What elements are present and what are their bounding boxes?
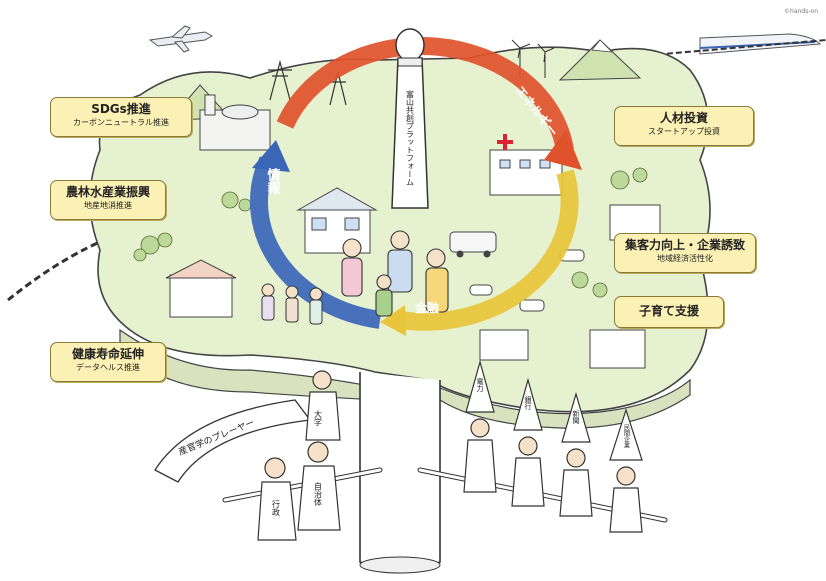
bus-icon bbox=[449, 231, 497, 258]
callout-talent-title: 人材投資 bbox=[659, 111, 708, 125]
sign-newspaper: 新聞 bbox=[572, 409, 580, 425]
callout-childcare-title: 子育て支援 bbox=[638, 304, 699, 318]
callout-health-subtitle: データヘルス推進 bbox=[76, 363, 140, 372]
player-figures bbox=[257, 359, 643, 541]
info-label: 情報 bbox=[265, 167, 281, 195]
energy-arrow bbox=[276, 36, 574, 152]
callout-childcare: 子育て支援 bbox=[614, 296, 724, 328]
walking-people bbox=[261, 283, 323, 325]
cycle-ring bbox=[250, 36, 582, 336]
callout-sdgs: SDGs推進 カーボンニュートラル推進 bbox=[50, 97, 192, 137]
greenery bbox=[133, 167, 648, 298]
sign-university: 大学 bbox=[314, 409, 323, 426]
finance-arrow bbox=[398, 169, 579, 331]
support-pillar bbox=[359, 372, 441, 574]
sign-company: 民間企業 bbox=[623, 424, 630, 449]
people-group bbox=[341, 230, 449, 317]
callout-talent: 人材投資 スタートアップ投資 bbox=[614, 106, 754, 146]
finance-label: 金融 bbox=[414, 300, 439, 315]
callout-business-title: 集客力向上・企業誘致 bbox=[624, 238, 745, 252]
sign-bank: 銀行 bbox=[524, 395, 532, 411]
callout-agri: 農林水産業振興 地産地消推進 bbox=[50, 180, 166, 220]
shop-icon bbox=[165, 259, 237, 318]
sign-power: 電力 bbox=[476, 378, 484, 393]
sign-government: 行政 bbox=[272, 499, 281, 517]
callout-agri-subtitle: 地産地消推進 bbox=[84, 201, 132, 210]
illustration-credit: ©hands-on bbox=[784, 8, 818, 15]
callout-agri-title: 農林水産業振興 bbox=[65, 185, 150, 199]
callout-sdgs-title: SDGs推進 bbox=[91, 102, 151, 116]
callout-business: 集客力向上・企業誘致 地域経済活性化 bbox=[614, 233, 756, 273]
callout-health-title: 健康寿命延伸 bbox=[71, 347, 144, 361]
airplane-icon bbox=[148, 25, 214, 53]
callout-sdgs-subtitle: カーボンニュートラル推進 bbox=[73, 118, 169, 127]
train-icon bbox=[639, 33, 826, 57]
callout-business-subtitle: 地域経済活性化 bbox=[657, 254, 713, 263]
callout-talent-subtitle: スタートアップ投資 bbox=[648, 127, 720, 136]
central-tower bbox=[391, 28, 429, 209]
factory-icon bbox=[199, 94, 271, 151]
tower-label: 富山共創プラットフォーム bbox=[406, 89, 415, 186]
players-banner bbox=[154, 399, 312, 483]
sign-municipality: 自治体 bbox=[314, 481, 323, 507]
callout-health: 健康寿命延伸 データヘルス推進 bbox=[50, 342, 166, 382]
info-arrow bbox=[250, 156, 382, 329]
wind-turbine-icon bbox=[511, 39, 555, 78]
